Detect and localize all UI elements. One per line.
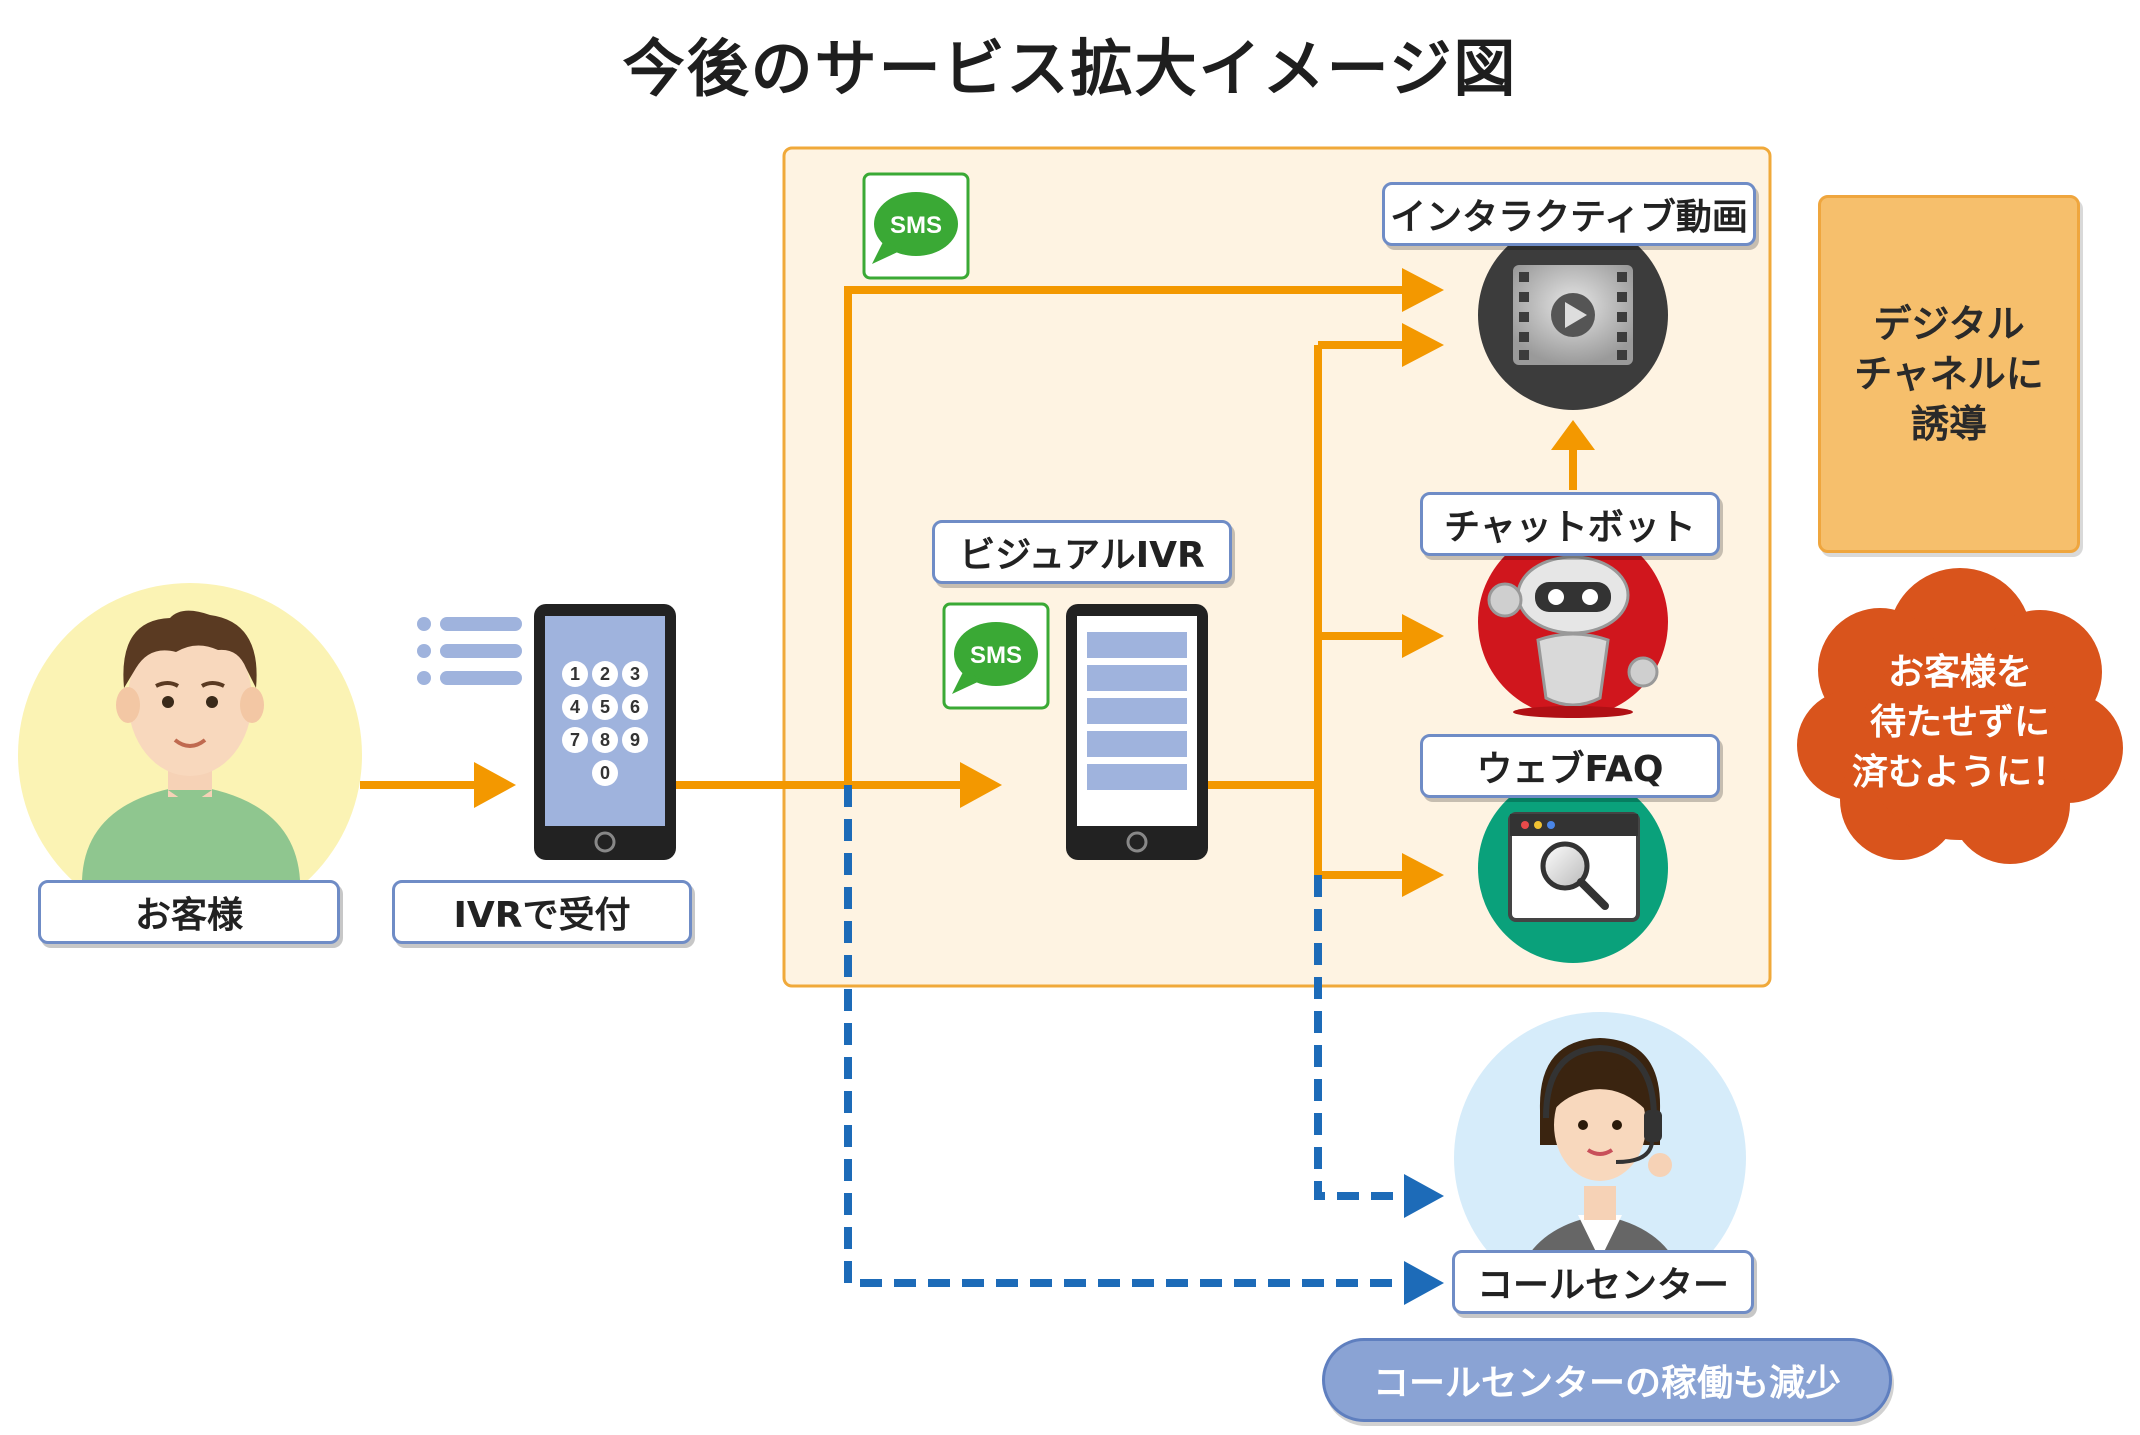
svg-text:8: 8 (600, 730, 610, 750)
orange-arrowheads (474, 268, 1595, 897)
svg-text:9: 9 (630, 730, 640, 750)
sms-icon-top: SMS (862, 172, 970, 280)
reduce-message-pill: コールセンターの稼働も減少 (1322, 1338, 1892, 1422)
blue-arrowheads (1404, 1174, 1444, 1305)
visual-ivr-phone (1066, 604, 1208, 860)
svg-text:3: 3 (630, 664, 640, 684)
label-web-faq: ウェブFAQ (1420, 734, 1720, 798)
svg-text:5: 5 (600, 697, 610, 717)
web-faq-icon (1478, 773, 1668, 963)
svg-text:0: 0 (600, 763, 610, 783)
svg-text:7: 7 (570, 730, 580, 750)
cloud-message: お客様を 待たせずに 済むように！ (1851, 652, 2068, 793)
keypad: 1 2 3 4 5 6 7 8 9 0 (562, 661, 648, 786)
digital-channel-box: デジタル チャネルに 誘導 (1818, 195, 2080, 553)
svg-text:4: 4 (570, 697, 580, 717)
customer-illustration (18, 583, 362, 927)
sms-icon-mid: SMS (942, 602, 1050, 710)
ivr-phone: 1 2 3 4 5 6 7 8 9 0 (534, 604, 676, 860)
blue-dashed-arrows (844, 785, 1404, 1287)
label-chatbot: チャットボット (1420, 492, 1720, 556)
label-call-center: コールセンター (1452, 1250, 1754, 1314)
label-ivr-reception: IVRで受付 (392, 880, 692, 944)
label-visual-ivr: ビジュアルIVR (932, 520, 1232, 584)
video-icon (1478, 220, 1668, 410)
svg-text:SMS: SMS (970, 642, 1022, 669)
operator-illustration (1454, 1012, 1746, 1304)
svg-text:1: 1 (570, 664, 580, 684)
chatbot-icon (1478, 527, 1668, 718)
page-title: 今後のサービス拡大イメージ図 (622, 32, 1518, 105)
menu-list-icon (417, 617, 522, 685)
label-interactive-video: インタラクティブ動画 (1382, 182, 1756, 246)
svg-text:SMS: SMS (890, 212, 942, 239)
orange-flow-arrows (360, 286, 1577, 879)
svg-text:6: 6 (630, 697, 640, 717)
label-customer: お客様 (38, 880, 340, 944)
speech-cloud (1797, 568, 2123, 864)
svg-text:2: 2 (600, 664, 610, 684)
